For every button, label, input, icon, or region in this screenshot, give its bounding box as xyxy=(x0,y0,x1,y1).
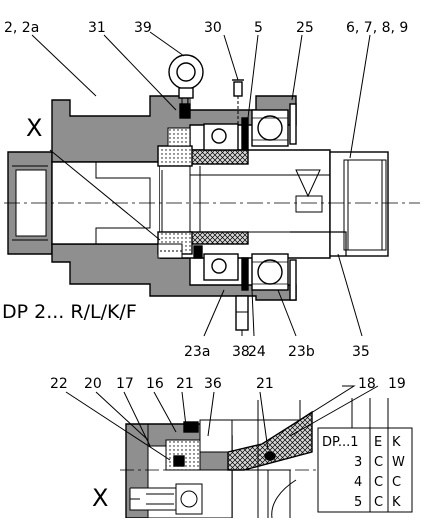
callout-label: 24 xyxy=(248,344,266,360)
callout-label: 23a xyxy=(184,344,210,360)
seal-ring-upper xyxy=(189,149,249,165)
callout-label: 18 xyxy=(358,376,376,392)
table-cell: C xyxy=(374,455,383,470)
leader-lines-main xyxy=(31,31,371,337)
table-cell: K xyxy=(392,495,401,510)
callouts-top: 2, 2a 31 39 30 5 25 6, 7, 8, 9 xyxy=(4,20,408,36)
callout-label: 6, 7, 8, 9 xyxy=(346,20,408,36)
eye-bolt xyxy=(168,54,204,119)
callouts-detail: 22 20 17 16 21 36 21 18 19 xyxy=(50,376,406,392)
callout-label: 19 xyxy=(388,376,406,392)
callout-label: 17 xyxy=(116,376,134,392)
callout-label: 38 xyxy=(232,344,250,360)
detail-view xyxy=(120,398,413,519)
callout-label: 31 xyxy=(88,20,106,36)
bearing-upper-right xyxy=(251,109,289,147)
callout-label: 21 xyxy=(176,376,194,392)
callout-label: 25 xyxy=(296,20,314,36)
seal-ring-lower xyxy=(189,231,249,245)
variant-table-text: DP...1 E K 3 C W 4 C C 5 C K xyxy=(322,435,405,510)
section-mark: X xyxy=(26,114,42,142)
section-mark: X xyxy=(92,484,108,512)
detail-seal-ring xyxy=(227,410,313,471)
table-cell: W xyxy=(392,455,405,470)
drain-screw xyxy=(235,295,249,331)
table-cell: C xyxy=(392,475,401,490)
bearing-lower-right xyxy=(251,253,289,291)
table-cell: C xyxy=(374,495,383,510)
callout-label: 2, 2a xyxy=(4,20,39,36)
table-cell: 3 xyxy=(354,455,362,470)
callout-label: 5 xyxy=(254,20,263,36)
bearing-upper-left xyxy=(203,123,239,151)
table-cell: K xyxy=(392,435,401,450)
table-cell: E xyxy=(374,435,382,450)
callout-label: 23b xyxy=(288,344,315,360)
callout-label: 16 xyxy=(146,376,164,392)
bearing-lower-left xyxy=(203,253,239,281)
callout-label: 30 xyxy=(204,20,222,36)
callouts-bottom: 23a 38 24 23b 35 xyxy=(184,344,370,360)
callout-label: 39 xyxy=(134,20,152,36)
table-cell: C xyxy=(374,475,383,490)
variant-table xyxy=(317,427,413,513)
table-cell: 5 xyxy=(354,495,362,510)
callout-label: 36 xyxy=(204,376,222,392)
table-cell: 4 xyxy=(354,475,362,490)
leader-lines-detail xyxy=(65,385,379,461)
callout-label: 35 xyxy=(352,344,370,360)
callout-label: 20 xyxy=(84,376,102,392)
callout-label: 21 xyxy=(256,376,274,392)
drawing-title: DP 2... R/L/K/F xyxy=(2,301,137,323)
main-assembly xyxy=(4,54,420,331)
callout-label: 22 xyxy=(50,376,68,392)
table-cell: DP...1 xyxy=(322,435,359,450)
